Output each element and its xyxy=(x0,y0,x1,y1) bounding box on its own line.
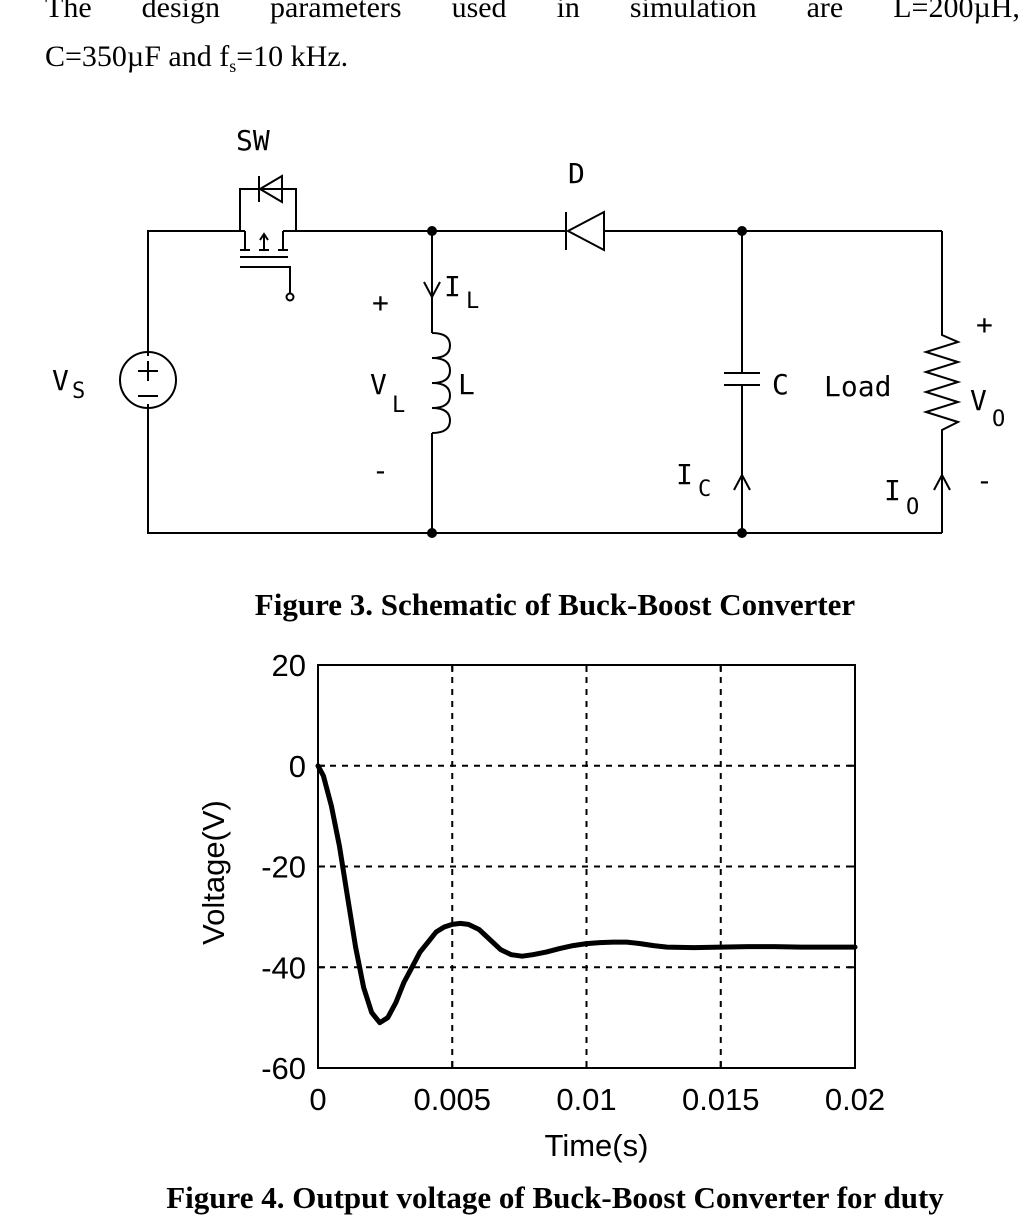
y-tick-label: -60 xyxy=(261,1051,306,1086)
io-arrow xyxy=(933,472,951,491)
y-tick-label: 0 xyxy=(289,749,306,784)
diode-label: D xyxy=(568,157,585,190)
il-arrow xyxy=(423,281,441,300)
vl-label-sub: L xyxy=(392,393,405,418)
buck-boost-schematic: SW D V S I L + V L L - C Load I C + V O … xyxy=(52,124,1005,538)
paragraph-text: C=350µF and f xyxy=(45,40,230,73)
x-tick-label: 0.01 xyxy=(556,1082,616,1117)
paragraph-line-1: The design parameters used in simulation are L=… xyxy=(45,0,1020,28)
paragraph-word: parameters xyxy=(269,0,402,24)
vo-label-sub: O xyxy=(992,407,1005,432)
switch-label: SW xyxy=(236,124,270,157)
il-label: I xyxy=(444,270,461,303)
voltage-source-symbol xyxy=(119,351,177,409)
vo-plus: + xyxy=(976,308,993,341)
y-tick-label: 20 xyxy=(272,648,306,683)
paragraph-word: are xyxy=(806,0,844,24)
diode-symbol xyxy=(565,210,605,252)
paragraph-word: design xyxy=(141,0,220,24)
paragraph-word: The xyxy=(45,0,92,24)
source-label: V xyxy=(52,364,69,397)
il-label-sub: L xyxy=(466,289,479,314)
vo-minus: - xyxy=(976,464,993,497)
y-tick-label: -40 xyxy=(261,950,306,985)
vl-plus: + xyxy=(372,286,389,319)
figure-4-caption: Figure 4. Output voltage of Buck-Boost C… xyxy=(166,1180,944,1215)
vl-minus: - xyxy=(372,454,389,487)
x-tick-label: 0.015 xyxy=(682,1082,760,1117)
vo-label: V xyxy=(970,384,987,417)
paragraph-subscript: s xyxy=(229,56,237,76)
vl-label: V xyxy=(370,368,387,401)
paragraph-word: simulation xyxy=(629,0,757,24)
source-label-sub: S xyxy=(72,379,85,404)
x-tick-label: 0.005 xyxy=(413,1082,491,1117)
y-tick-label: -20 xyxy=(261,850,306,885)
paragraph-word: in xyxy=(556,0,580,24)
x-axis-label: Time(s) xyxy=(545,1128,649,1163)
paragraph-word: L=200µH, xyxy=(893,0,1020,24)
circuit-wires xyxy=(147,230,943,534)
x-tick-label: 0.02 xyxy=(825,1082,885,1117)
mosfet-switch-symbol xyxy=(232,174,297,302)
paragraph-line-2: C=350µF and fs=10 kHz. xyxy=(45,37,348,77)
capacitor-symbol xyxy=(724,372,760,386)
figure-3-caption: Figure 3. Schematic of Buck-Boost Conver… xyxy=(254,587,856,622)
paragraph-word: used xyxy=(451,0,507,24)
io-label: I xyxy=(884,474,901,507)
io-label-sub: O xyxy=(906,495,919,520)
capacitor-label: C xyxy=(772,368,789,401)
load-label: Load xyxy=(824,370,891,403)
paragraph-text: =10 kHz. xyxy=(236,40,349,73)
junction-dots xyxy=(427,226,747,538)
x-tick-label: 0 xyxy=(309,1082,326,1117)
voltage-series-line xyxy=(315,763,858,1026)
inductor-symbol xyxy=(431,332,452,434)
plot-frame xyxy=(317,664,856,1069)
ic-arrow xyxy=(733,472,751,491)
load-resistor-symbol xyxy=(922,318,962,440)
inductor-label: L xyxy=(458,368,475,401)
ic-label-sub: C xyxy=(698,477,711,502)
y-axis-label: Voltage(V) xyxy=(196,800,231,945)
ic-label: I xyxy=(676,458,693,491)
